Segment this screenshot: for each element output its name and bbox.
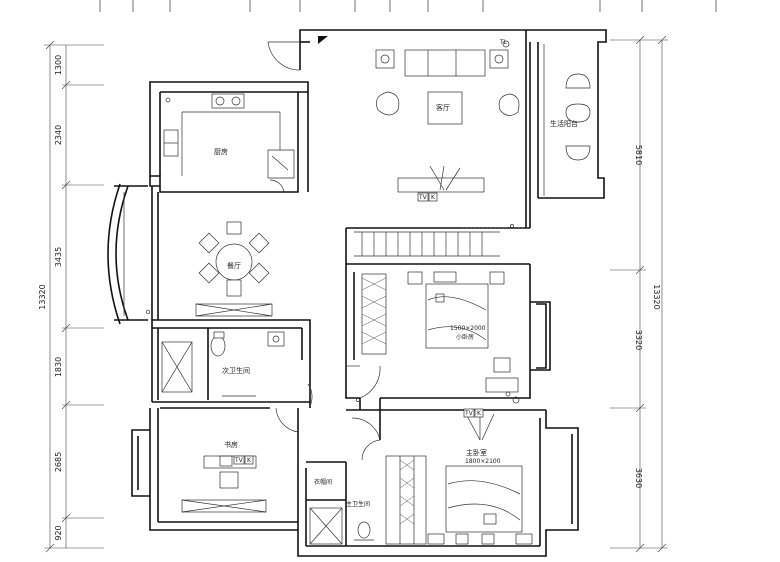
dining-chair-sw bbox=[198, 262, 220, 284]
master-nightstand-4 bbox=[515, 533, 533, 545]
dining-room bbox=[145, 221, 273, 317]
living-tv-label: TV bbox=[418, 194, 428, 201]
stove bbox=[211, 93, 245, 109]
master-k-box bbox=[474, 408, 484, 418]
nightstand-right bbox=[489, 271, 505, 285]
master-toilet bbox=[357, 521, 371, 539]
entry-marker bbox=[318, 36, 328, 44]
study bbox=[181, 455, 267, 513]
right-dim-3: 3630 bbox=[634, 468, 643, 488]
master-bathroom bbox=[309, 507, 374, 545]
living-room: TL bbox=[318, 36, 520, 193]
left-dim-5: 2685 bbox=[54, 452, 63, 472]
living-k-label: K bbox=[431, 194, 436, 201]
dining-chair-n bbox=[226, 221, 242, 235]
dining-chair-se bbox=[248, 262, 270, 284]
side-table-left bbox=[375, 49, 395, 69]
master-k-label: K bbox=[477, 410, 482, 417]
study-tv-box bbox=[233, 455, 245, 465]
master-nightstand-2 bbox=[455, 533, 469, 545]
left-dim-4: 1830 bbox=[54, 357, 63, 377]
small-headboard bbox=[433, 271, 457, 283]
study-tv-label: TV bbox=[234, 457, 244, 464]
right-dim-1: 5810 bbox=[634, 145, 643, 165]
kitchen-label: 厨房 bbox=[214, 147, 228, 156]
small-bedroom-marker bbox=[512, 396, 520, 404]
left-dim-total: 13320 bbox=[38, 284, 47, 309]
top-gridlines bbox=[99, 0, 717, 12]
kitchen bbox=[163, 93, 295, 179]
balcony bbox=[543, 44, 591, 196]
door-swings bbox=[267, 41, 381, 461]
study-k-label: K bbox=[247, 457, 252, 464]
small-desk bbox=[485, 377, 519, 393]
second-bath-label: 次卫生间 bbox=[222, 366, 250, 375]
small-bedroom-label: 小卧房 bbox=[456, 333, 474, 341]
small-bed-size: 1500×2000 bbox=[450, 325, 486, 332]
dining-chair-nw bbox=[198, 232, 220, 254]
second-bathroom bbox=[161, 331, 285, 397]
balcony-label: 生活阳台 bbox=[550, 119, 578, 128]
left-dimension-chain bbox=[44, 40, 104, 553]
left-dim-6: 920 bbox=[54, 525, 63, 540]
exterior-walls bbox=[107, 29, 607, 557]
small-bedroom-marker-2 bbox=[505, 391, 511, 397]
living-k-box bbox=[428, 192, 438, 202]
master-bedroom-label: 主卧室 bbox=[466, 448, 487, 457]
balcony-table bbox=[565, 103, 591, 123]
study-chair bbox=[219, 471, 239, 489]
left-dim-2: 2340 bbox=[54, 125, 63, 145]
left-dim-1: 1300 bbox=[54, 55, 63, 75]
right-dimension-chain bbox=[610, 35, 668, 553]
master-nightstand-3 bbox=[481, 533, 495, 545]
balcony-chair-2 bbox=[565, 145, 591, 161]
cloakroom-label: 衣帽间 bbox=[314, 478, 332, 486]
small-desk-chair bbox=[493, 357, 511, 373]
master-bed-size: 1800×2100 bbox=[465, 458, 501, 465]
sofa bbox=[404, 49, 486, 77]
dining-label: 餐厅 bbox=[227, 261, 241, 270]
armchair-right bbox=[498, 93, 520, 116]
living-tv-box bbox=[417, 192, 429, 202]
nightstand-left bbox=[407, 271, 423, 285]
second-basin bbox=[267, 331, 285, 347]
small-bedroom bbox=[361, 271, 519, 393]
living-room-label: 客厅 bbox=[436, 103, 450, 112]
coffee-table bbox=[427, 91, 463, 125]
master-tv-label: TV bbox=[464, 410, 474, 417]
master-tv-box bbox=[463, 408, 475, 418]
right-dim-total: 13320 bbox=[652, 284, 661, 309]
master-bedroom bbox=[385, 413, 533, 545]
dining-chair-s bbox=[226, 279, 242, 297]
stair-marker bbox=[510, 224, 514, 228]
study-label: 书房 bbox=[224, 440, 238, 449]
master-nightstand-1 bbox=[427, 533, 445, 545]
second-toilet bbox=[210, 335, 226, 357]
side-table-right bbox=[489, 49, 509, 69]
armchair-left bbox=[376, 91, 400, 116]
staircase bbox=[354, 231, 500, 257]
master-bath-label: 主卫生间 bbox=[346, 500, 370, 508]
living-tl-label: TL bbox=[499, 39, 508, 46]
right-dim-2: 3320 bbox=[634, 330, 643, 350]
dining-chair-ne bbox=[248, 232, 270, 254]
balcony-chair-1 bbox=[565, 73, 591, 89]
study-k-box bbox=[244, 455, 254, 465]
left-dim-3: 3435 bbox=[54, 247, 63, 267]
hall-marker bbox=[356, 398, 360, 402]
